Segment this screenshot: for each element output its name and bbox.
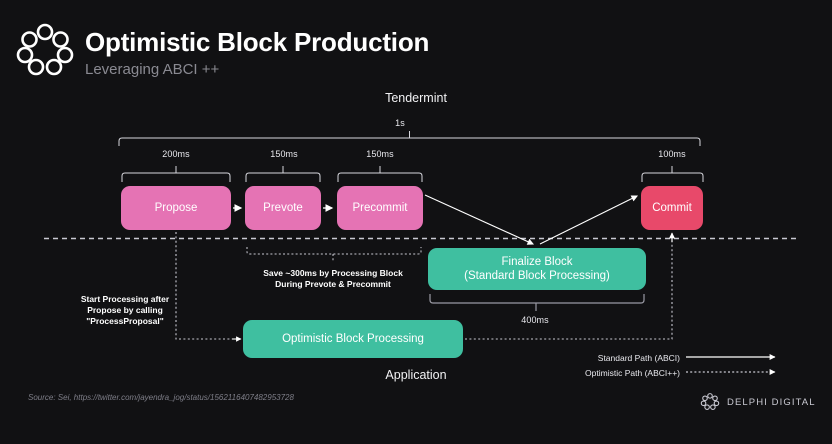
page-title: Optimistic Block Production: [85, 27, 430, 57]
delphi-knot-icon: [16, 23, 74, 76]
node-optimistic-block-processing[interactable]: Optimistic Block Processing: [243, 320, 463, 358]
timing-label-total: 1s: [395, 118, 405, 128]
annotation-start-line1: Start Processing after: [80, 294, 170, 304]
node-precommit[interactable]: Precommit: [337, 186, 423, 230]
node-commit[interactable]: Commit: [641, 186, 703, 230]
page-subtitle: Leveraging ABCI ++: [85, 61, 220, 78]
section-label-application: Application: [385, 368, 447, 382]
timing-label-finalize: 400ms: [521, 315, 549, 325]
timing-label-precommit: 150ms: [366, 149, 394, 159]
bracket-segment-commit: [641, 166, 704, 182]
node-finalize-block-label: Finalize Block (Standard Block Processin…: [464, 255, 610, 283]
timing-label-propose: 200ms: [162, 149, 190, 159]
annotation-save-300ms: Save ~300ms by Processing Block During P…: [243, 268, 423, 290]
legend-item-standard-path: Standard Path (ABCI): [597, 353, 680, 363]
annotation-start-line2: Propose by calling: [87, 305, 163, 315]
node-propose-label: Propose: [154, 202, 198, 214]
node-finalize-block[interactable]: Finalize Block (Standard Block Processin…: [428, 248, 646, 290]
node-finalize-line2: (Standard Block Processing): [464, 270, 610, 282]
arrow-finalize-to-commit: [539, 195, 638, 245]
source-citation: Source: Sei, https://twitter.com/jayendr…: [28, 393, 294, 402]
node-finalize-line1: Finalize Block: [501, 256, 573, 268]
bracket-segment-propose: [121, 166, 231, 182]
node-prevote-label: Prevote: [263, 202, 303, 214]
node-prevote[interactable]: Prevote: [245, 186, 321, 230]
brand-name: DELPHI DIGITAL: [727, 396, 816, 408]
path-optimistic-exit: [465, 240, 673, 340]
brand-lockup: DELPHI DIGITAL: [700, 392, 816, 412]
annotation-start-line3: "ProcessProposal": [86, 316, 164, 326]
annotation-save-line2: During Prevote & Precommit: [275, 279, 391, 289]
section-label-tendermint: Tendermint: [385, 91, 447, 105]
bracket-total-1s: [118, 131, 701, 146]
delphi-knot-icon: [700, 393, 720, 410]
annotation-save-line1: Save ~300ms by Processing Block: [263, 268, 403, 278]
node-precommit-label: Precommit: [352, 202, 408, 214]
timing-label-prevote: 150ms: [270, 149, 298, 159]
timing-label-commit: 100ms: [658, 149, 686, 159]
bracket-400ms: [429, 294, 645, 311]
bracket-segment-precommit: [337, 166, 423, 182]
legend-item-optimistic-path: Optimistic Path (ABCI++): [585, 368, 680, 378]
arrow-precommit-to-finalize: [424, 194, 535, 245]
node-optimistic-label: Optimistic Block Processing: [282, 333, 424, 345]
annotation-start-processing: Start Processing after Propose by callin…: [60, 294, 190, 327]
bracket-segment-prevote: [245, 166, 321, 182]
title-block: Optimistic Block Production Leveraging A…: [85, 26, 429, 80]
node-propose[interactable]: Propose: [121, 186, 231, 230]
bracket-save-300ms: [246, 247, 422, 262]
path-optimistic-entry: [175, 232, 234, 340]
node-commit-label: Commit: [652, 202, 692, 214]
